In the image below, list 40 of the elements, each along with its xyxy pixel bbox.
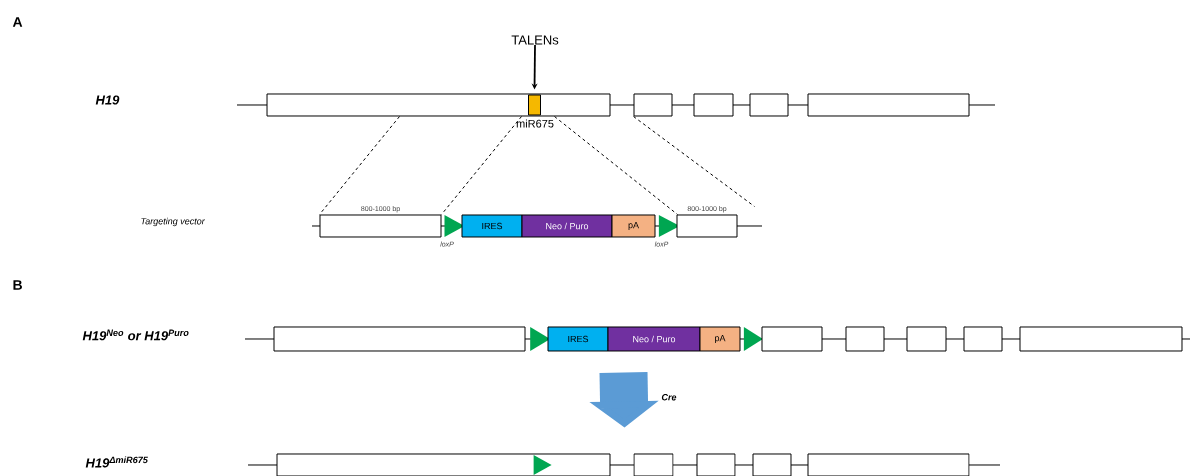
mirna-segment [528, 94, 541, 116]
allele-label: H19$^{Neo}$ or H19$^{Puro}$ [82, 329, 189, 341]
dashed-guide-line [633, 116, 755, 207]
exon-box [963, 326, 1003, 352]
dashed-guide-line [441, 116, 522, 215]
dashed-guide-line [554, 116, 678, 215]
exon-box [276, 453, 611, 476]
exon-box [906, 326, 947, 352]
gene-label: H19 [95, 95, 120, 105]
exon-box [693, 93, 734, 117]
cassette-segment: pA [699, 326, 741, 352]
edge-label: Cre [660, 393, 678, 402]
panel-letter: B [13, 280, 22, 290]
exon-box [752, 453, 792, 476]
exon-box [266, 93, 611, 117]
loxp-triangle [743, 327, 763, 351]
segment-label: miR675 [515, 118, 555, 129]
exon-box [1019, 326, 1183, 352]
exon-box [273, 326, 526, 352]
exon-box [845, 326, 885, 352]
loxp-triangle [533, 455, 552, 475]
target-label: TALENs [511, 35, 559, 45]
exon-box [633, 93, 673, 117]
dashed-guide-line [319, 116, 400, 215]
exon-box [807, 93, 970, 117]
cassette-segment: IRES [547, 326, 609, 352]
exon-box [749, 93, 789, 117]
allele-label: H19$^{ΔmiR675}$ [85, 456, 148, 468]
cassette-segment: Neo / Puro [521, 214, 613, 238]
exon-box [696, 453, 736, 476]
panel-letter: A [12, 17, 23, 27]
cassette-segment: Neo / Puro [607, 326, 701, 352]
row-label: Targeting vector [141, 217, 205, 227]
exon-box [676, 214, 738, 238]
exon-box [633, 453, 674, 476]
exon-box [807, 453, 970, 476]
cassette-segment: pA [611, 214, 656, 238]
cassette-segment: IRES [461, 214, 523, 238]
exon-box [319, 214, 442, 238]
exon-box [761, 326, 823, 352]
